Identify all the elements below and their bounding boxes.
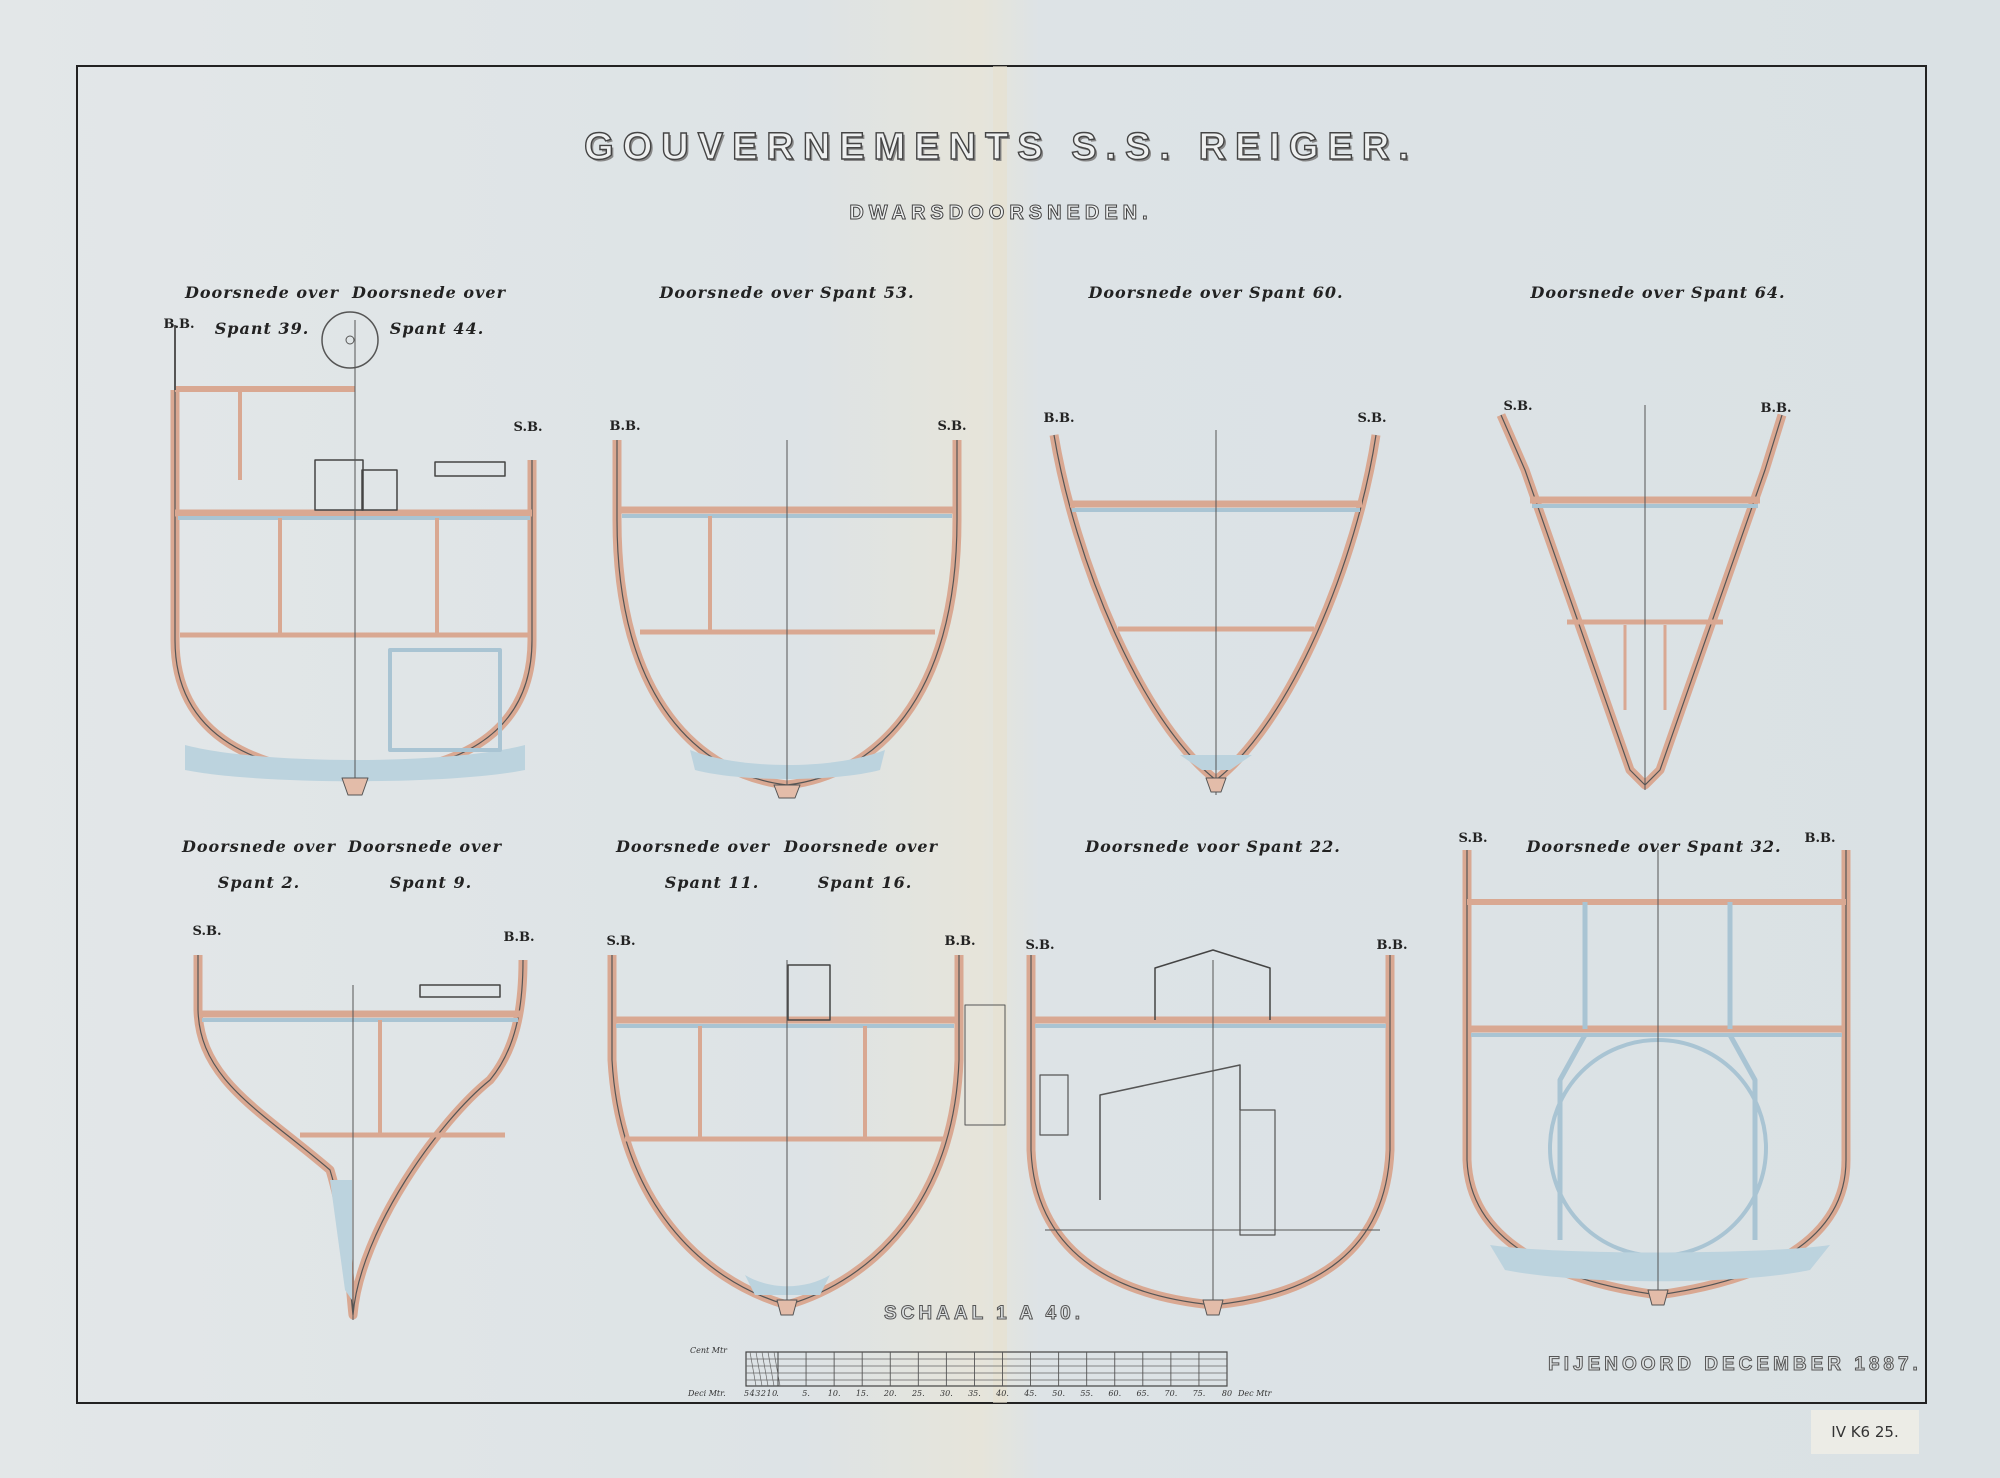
section-spant-39-44	[170, 311, 537, 796]
scale-tick-label: 80	[1221, 1389, 1233, 1398]
section-spant-2-9	[193, 955, 528, 1320]
section-label: Doorsnede over Spant 60.	[1088, 283, 1344, 302]
scale-tick-label: 40.	[996, 1389, 1009, 1398]
scale-diagonal	[749, 1351, 757, 1387]
section-spant-53	[612, 440, 962, 799]
section-spant-32	[1462, 850, 1851, 1306]
section-label: Spant 9.	[389, 873, 473, 892]
port-mark: B.B.	[1043, 411, 1075, 426]
section-label: Spant 44.	[389, 319, 485, 338]
section-spant-64	[1496, 405, 1787, 790]
scale-tick-label: 45.	[1024, 1389, 1037, 1398]
drawing-title: GOUVERNEMENTS S.S. REIGER.	[583, 125, 1418, 168]
port-mark: B.B.	[944, 934, 976, 949]
starboard-mark: S.B.	[606, 934, 636, 949]
hull-sections	[170, 311, 1851, 1320]
scale-end-unit: Dec Mtr	[1238, 1389, 1272, 1398]
scale-tick-label: 60.	[1108, 1389, 1122, 1398]
section-label: Doorsnede over Spant 64.	[1530, 283, 1786, 302]
section-label: Spant 16.	[817, 873, 913, 892]
scale-tick-label: 25.	[911, 1389, 925, 1398]
scale-tick-label: 35.	[968, 1389, 981, 1398]
scale-tick-label: 75.	[1192, 1389, 1206, 1398]
scale-label: SCHAAL 1 A 40.	[884, 1303, 1084, 1325]
section-label: Doorsnede over Spant 32.	[1526, 837, 1782, 856]
scale-tick-label: 50.	[1052, 1389, 1065, 1398]
section-spant-60	[1049, 430, 1381, 795]
starboard-mark: S.B.	[1025, 938, 1055, 953]
footer-place-date: FIJENOORD DECEMBER 1887.	[1548, 1354, 1922, 1376]
scale-tick-label: 55.	[1080, 1389, 1094, 1398]
section-label: Doorsnede over	[182, 837, 336, 856]
port-mark: B.B.	[1760, 401, 1792, 416]
section-label: Doorsnede over	[616, 837, 770, 856]
section-label: Spant 2.	[217, 873, 301, 892]
section-label: Doorsnede over	[185, 283, 339, 302]
scale-tick-label: 10.	[827, 1389, 841, 1398]
scale-sub-ticks: 5 4 3 2 1 0.	[744, 1389, 779, 1398]
steering-wheel-icon	[321, 311, 379, 369]
port-mark: B.B.	[1376, 938, 1408, 953]
starboard-mark: S.B.	[937, 419, 967, 434]
starboard-mark: S.B.	[1458, 831, 1488, 846]
starboard-mark: S.B.	[513, 420, 543, 435]
scale-tick-label: 15.	[855, 1389, 869, 1398]
section-label: Doorsnede over Spant 53.	[659, 283, 915, 302]
port-mark: B.B.	[609, 419, 641, 434]
section-spant-11-16	[607, 955, 1006, 1316]
section-spant-22	[1026, 949, 1395, 1316]
catalog-label: IV K6 25.	[1811, 1410, 1919, 1454]
scale-top-unit: Cent Mtr	[690, 1346, 727, 1355]
scale-bottom-unit: Deci Mtr.	[688, 1389, 726, 1398]
scale-tick-label: 70.	[1164, 1389, 1178, 1398]
starboard-mark: S.B.	[1357, 411, 1387, 426]
port-mark: B.B.	[503, 930, 535, 945]
scale-tick-label: 5.	[802, 1389, 810, 1398]
section-label: Doorsnede over	[348, 837, 502, 856]
scale-diagonal	[755, 1351, 763, 1387]
starboard-mark: S.B.	[192, 924, 222, 939]
starboard-mark: S.B.	[1503, 399, 1533, 414]
drawing-subtitle: DWARSDOORSNEDEN.	[849, 202, 1153, 225]
scale-diagonal	[773, 1351, 781, 1387]
scale-tick-label: 30.	[940, 1389, 953, 1398]
scale-diagonal	[767, 1351, 775, 1387]
section-label: Doorsnede voor Spant 22.	[1085, 837, 1341, 856]
scale-tick-label: 20.	[883, 1389, 897, 1398]
section-label: Doorsnede over	[352, 283, 506, 302]
scale-tick-label: 65.	[1136, 1389, 1150, 1398]
section-label: Doorsnede over	[784, 837, 938, 856]
scale-diagonal	[761, 1351, 769, 1387]
scale-bar	[745, 1351, 1228, 1387]
section-label: Spant 11.	[664, 873, 760, 892]
section-label: Spant 39.	[214, 319, 310, 338]
port-mark: B.B.	[1804, 831, 1836, 846]
port-mark: B.B.	[163, 317, 195, 332]
